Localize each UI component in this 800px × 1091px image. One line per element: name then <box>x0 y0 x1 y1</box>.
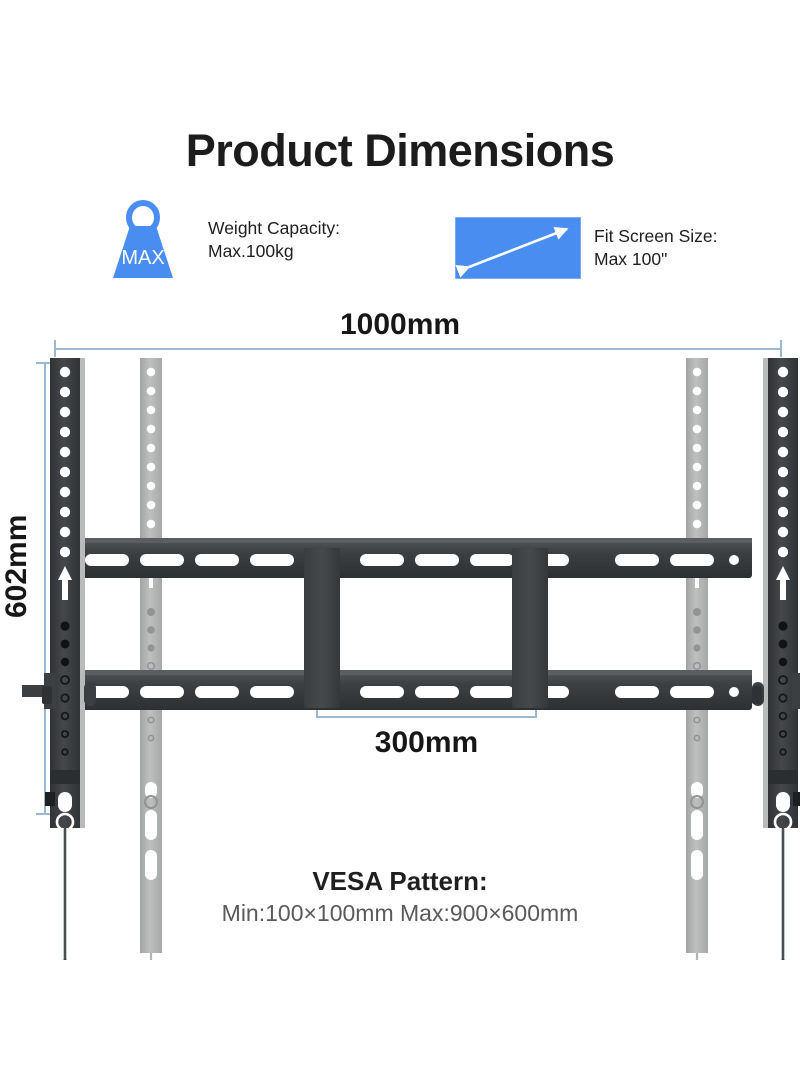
center-plate-right <box>512 548 548 708</box>
width-dimension-tick-left <box>54 340 56 357</box>
weight-max-icon: MAX <box>103 200 183 280</box>
page-title: Product Dimensions <box>185 125 615 176</box>
height-dimension-line <box>44 362 46 815</box>
center-plate-left <box>304 548 340 708</box>
feature-weight-line2: Max.100kg <box>208 241 294 261</box>
rail-side-tabs <box>42 686 762 704</box>
weight-icon-label: MAX <box>121 247 164 269</box>
feature-weight-line1: Weight Capacity: <box>208 217 340 238</box>
center-dimension-label: 300mm <box>374 726 479 759</box>
height-dimension-tick-bottom <box>36 813 54 815</box>
feature-screen-line2: Max 100" <box>594 249 668 269</box>
width-dimension-tick-right <box>780 340 782 357</box>
feature-screen-line1: Fit Screen Size: <box>594 225 718 246</box>
width-dimension-label: 1000mm <box>339 308 461 341</box>
screen-diagonal-icon <box>455 217 581 279</box>
feature-weight-capacity: MAX Weight Capacity: Max.100kg <box>103 200 340 280</box>
feature-screen-text: Fit Screen Size: Max 100" <box>594 225 718 272</box>
lower-horizontal-rail <box>52 670 752 710</box>
upper-horizontal-rail <box>52 538 752 578</box>
feature-weight-text: Weight Capacity: Max.100kg <box>208 217 340 264</box>
outer-rail-left <box>22 358 96 1057</box>
width-dimension-line <box>54 348 782 350</box>
feature-screen-size: Fit Screen Size: Max 100" <box>455 217 718 279</box>
vesa-pattern-title: VESA Pattern: <box>312 866 488 896</box>
height-dimension-tick-top <box>36 362 54 364</box>
tv-wall-mount-illustration <box>0 330 800 1091</box>
center-dimension-line <box>316 716 537 718</box>
vesa-pattern-detail: Min:100×100mm Max:900×600mm <box>221 900 579 926</box>
